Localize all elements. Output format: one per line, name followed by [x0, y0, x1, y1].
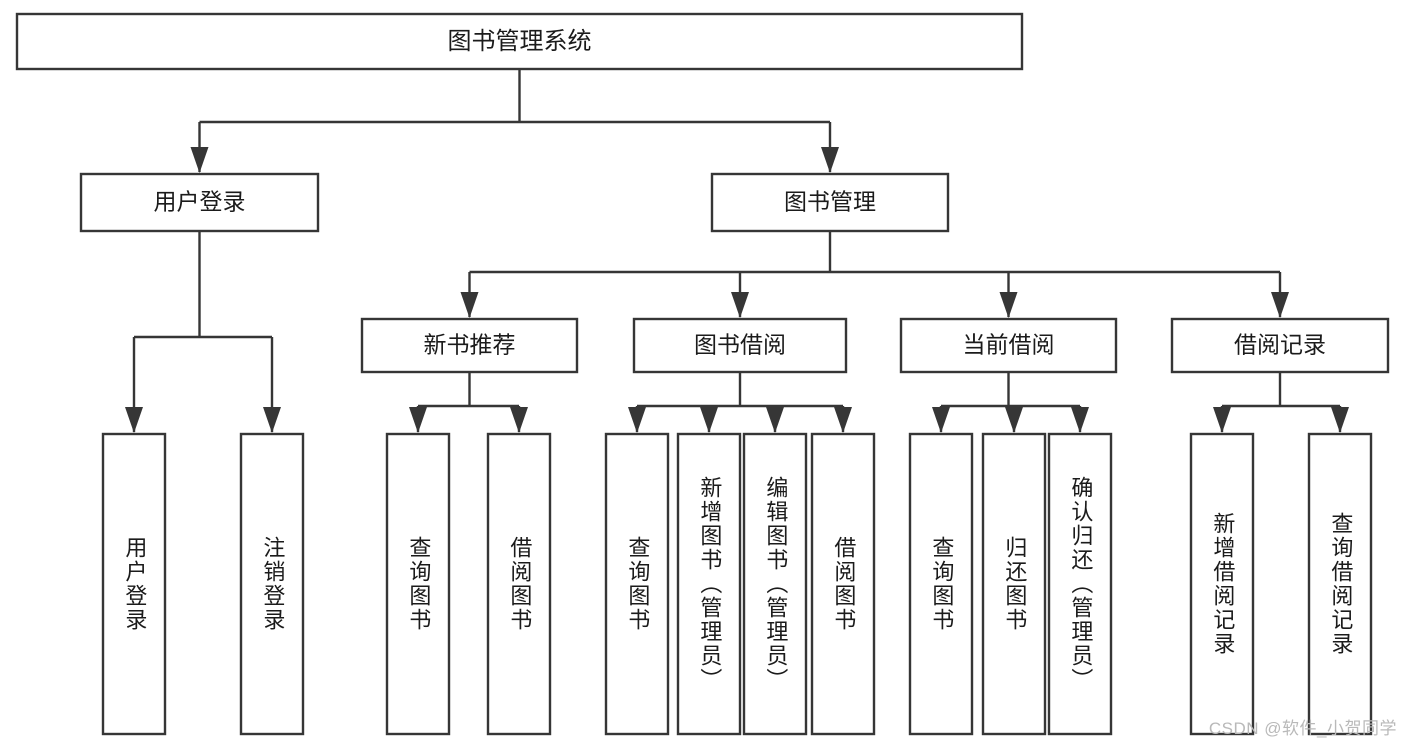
arrow-head-icon-leaf-user-logout	[263, 407, 281, 433]
node-box-leaf-query-book-2[interactable]	[604, 432, 670, 736]
arrow-head-icon-leaf-add-record	[1213, 407, 1231, 433]
arrow-head-icon-leaf-query-book-3	[932, 407, 950, 433]
csdn-watermark: CSDN @软件_小贺同学	[1208, 719, 1397, 738]
arrow-head-icon-book-manage	[821, 147, 839, 173]
node-box-book-manage[interactable]	[710, 172, 950, 233]
box-layer	[15, 12, 1390, 736]
node-label-new-book-rec: 新书推荐	[424, 332, 516, 358]
arrow-head-icon-leaf-query-record	[1331, 407, 1349, 433]
node-box-current-borrow[interactable]	[899, 317, 1118, 374]
node-box-user-login[interactable]	[79, 172, 320, 233]
arrow-head-icon-current-borrow	[999, 292, 1018, 318]
node-box-leaf-borrow-book-1[interactable]	[486, 432, 552, 736]
node-label-current-borrow: 当前借阅	[963, 332, 1055, 358]
node-box-leaf-edit-book[interactable]	[742, 432, 808, 736]
arrow-head-icon-leaf-borrow-book-1	[510, 407, 528, 433]
connector-layer	[125, 69, 1349, 433]
node-box-leaf-borrow-book-2[interactable]	[810, 432, 876, 736]
node-label-book-borrow: 图书借阅	[694, 332, 786, 358]
arrow-head-icon-leaf-confirm-return	[1071, 407, 1089, 433]
node-label-borrow-record: 借阅记录	[1234, 332, 1326, 358]
arrow-head-icon-leaf-return-book	[1005, 407, 1023, 433]
node-box-borrow-record[interactable]	[1170, 317, 1390, 374]
node-label-user-login: 用户登录	[154, 189, 246, 215]
arrow-head-icon-leaf-query-book-2	[628, 407, 646, 433]
node-box-root[interactable]	[15, 12, 1024, 71]
node-box-leaf-query-record[interactable]	[1307, 432, 1373, 736]
arrow-head-icon-leaf-query-book-1	[409, 407, 427, 433]
node-box-book-borrow[interactable]	[632, 317, 848, 374]
arrow-head-icon-leaf-edit-book	[766, 407, 784, 433]
node-box-leaf-query-book-1[interactable]	[385, 432, 451, 736]
node-box-leaf-add-record[interactable]	[1189, 432, 1255, 736]
arrow-head-icon-book-borrow	[731, 292, 749, 318]
arrow-head-icon-user-login	[190, 147, 209, 173]
node-box-leaf-user-login[interactable]	[101, 432, 167, 736]
arrow-head-icon-new-book-rec	[460, 292, 479, 318]
arrow-head-icon-leaf-add-book	[700, 407, 718, 433]
node-box-leaf-user-logout[interactable]	[239, 432, 305, 736]
arrow-head-icon-leaf-user-login	[125, 407, 143, 433]
page-title: 图书管理系统	[448, 28, 592, 55]
node-label-book-manage: 图书管理	[784, 189, 876, 215]
node-box-leaf-confirm-return[interactable]	[1047, 432, 1113, 736]
node-box-new-book-rec[interactable]	[360, 317, 579, 374]
node-box-leaf-return-book[interactable]	[981, 432, 1047, 736]
arrow-head-icon-borrow-record	[1271, 292, 1289, 318]
arrow-head-icon-leaf-borrow-book-2	[834, 407, 852, 433]
node-box-leaf-add-book[interactable]	[676, 432, 742, 736]
node-box-leaf-query-book-3[interactable]	[908, 432, 974, 736]
